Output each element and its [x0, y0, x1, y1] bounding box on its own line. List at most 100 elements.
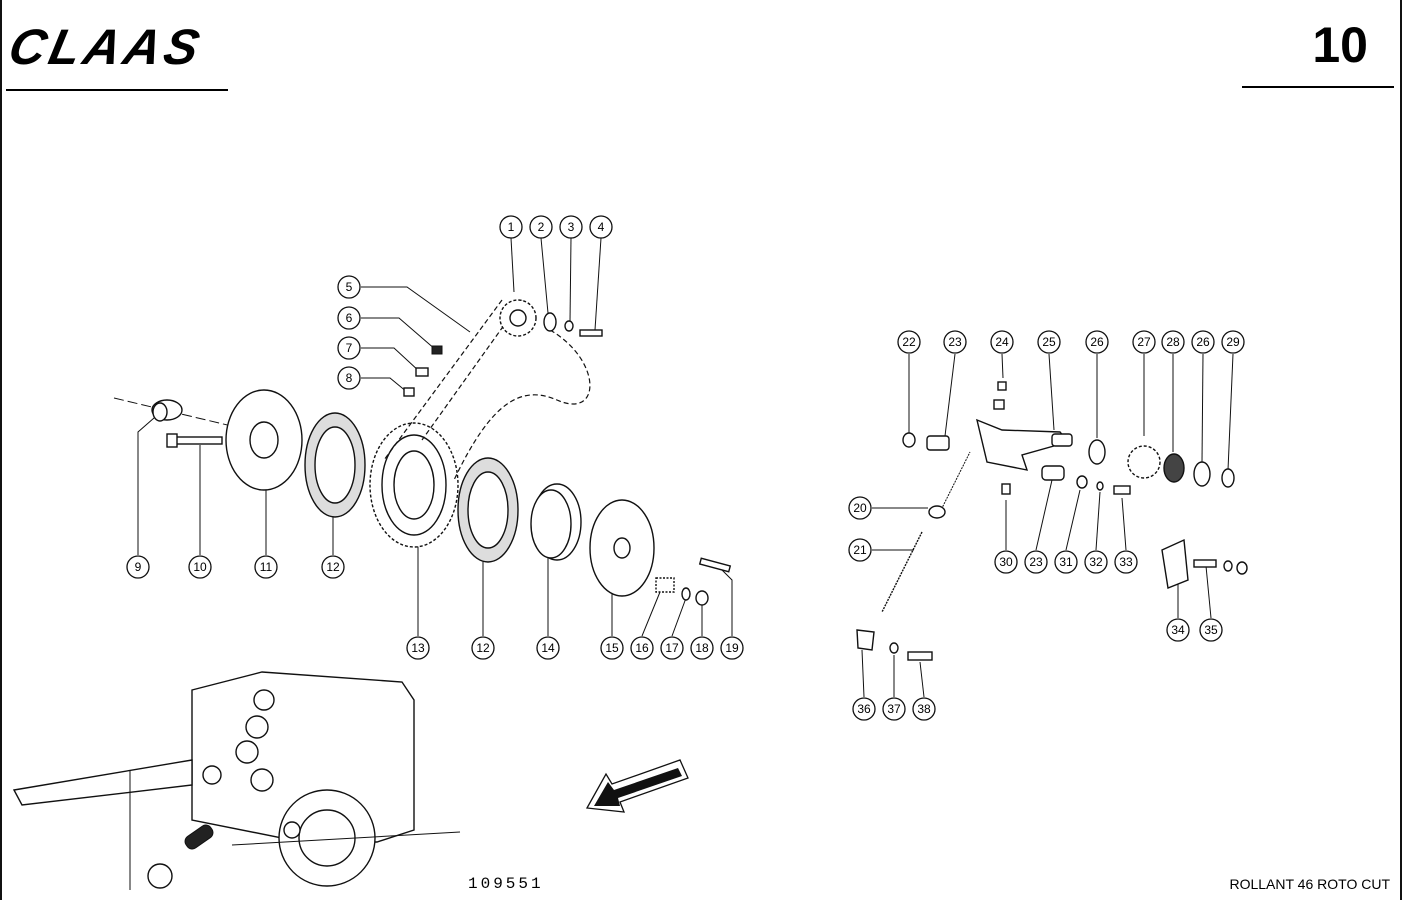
svg-text:31: 31 — [1059, 555, 1073, 569]
callout-29: 29 — [1221, 330, 1245, 354]
callout-23-bottom: 23 — [1024, 550, 1048, 574]
direction-arrow — [585, 759, 689, 813]
callout-33: 33 — [1114, 550, 1138, 574]
callout-28: 28 — [1161, 330, 1185, 354]
svg-text:21: 21 — [853, 543, 867, 557]
svg-text:3: 3 — [568, 220, 575, 234]
bolt-part-19 — [698, 557, 732, 573]
svg-text:5: 5 — [346, 280, 353, 294]
small-sprocket-part-1 — [499, 299, 537, 337]
model-name: ROLLANT 46 ROTO CUT — [1229, 876, 1390, 892]
bolt-part-10 — [166, 433, 223, 448]
svg-text:15: 15 — [605, 641, 619, 655]
svg-text:10: 10 — [193, 560, 207, 574]
svg-text:6: 6 — [346, 311, 353, 325]
svg-text:20: 20 — [853, 501, 867, 515]
svg-text:12: 12 — [476, 641, 490, 655]
callout-36: 36 — [852, 697, 876, 721]
svg-text:30: 30 — [999, 555, 1013, 569]
svg-text:32: 32 — [1089, 555, 1103, 569]
svg-text:35: 35 — [1204, 623, 1218, 637]
sprocket-part-13 — [369, 422, 459, 548]
ring-part-14 — [530, 483, 582, 561]
friction-lining-part-12-left — [304, 412, 366, 518]
drawing-number: 109551 — [468, 875, 544, 893]
callout-labels: 1 2 3 4 5 6 7 8 9 10 11 12 13 12 14 15 1… — [126, 215, 1245, 721]
callout-4: 4 — [589, 215, 613, 239]
machine-overview-sketch — [12, 671, 461, 890]
header-rule-right — [1242, 86, 1394, 88]
svg-text:8: 8 — [346, 371, 353, 385]
callout-3: 3 — [559, 215, 583, 239]
washer-part-17 — [681, 587, 691, 601]
svg-text:37: 37 — [887, 702, 901, 716]
svg-text:2: 2 — [538, 220, 545, 234]
callout-7: 7 — [337, 336, 361, 360]
callout-22: 22 — [897, 330, 921, 354]
svg-text:14: 14 — [541, 641, 555, 655]
callout-12-right: 12 — [471, 636, 495, 660]
callout-2: 2 — [529, 215, 553, 239]
friction-lining-part-12-right — [457, 457, 519, 563]
washer-part-3 — [564, 320, 574, 332]
svg-text:27: 27 — [1137, 335, 1151, 349]
svg-text:25: 25 — [1042, 335, 1056, 349]
callout-10: 10 — [188, 555, 212, 579]
callout-32: 32 — [1084, 550, 1108, 574]
svg-text:7: 7 — [346, 341, 353, 355]
page-number: 10 — [1312, 17, 1368, 73]
svg-text:17: 17 — [665, 641, 679, 655]
svg-text:36: 36 — [857, 702, 871, 716]
callout-17: 17 — [660, 636, 684, 660]
callout-1: 1 — [499, 215, 523, 239]
callout-37: 37 — [882, 697, 906, 721]
callout-9: 9 — [126, 555, 150, 579]
svg-text:18: 18 — [695, 641, 709, 655]
header-rule-left — [6, 89, 228, 91]
svg-text:19: 19 — [725, 641, 739, 655]
callout-11: 11 — [254, 555, 278, 579]
callout-15: 15 — [600, 636, 624, 660]
callout-25: 25 — [1037, 330, 1061, 354]
bolt-part-4 — [579, 329, 603, 337]
callout-31: 31 — [1054, 550, 1078, 574]
drive-assembly-left — [113, 299, 732, 606]
svg-text:23: 23 — [948, 335, 962, 349]
nut-part-18 — [695, 590, 709, 606]
svg-text:12: 12 — [326, 560, 340, 574]
callout-35: 35 — [1199, 618, 1223, 642]
svg-text:22: 22 — [902, 335, 916, 349]
svg-text:26: 26 — [1090, 335, 1104, 349]
callout-8: 8 — [337, 366, 361, 390]
callout-26-left: 26 — [1085, 330, 1109, 354]
svg-text:11: 11 — [260, 560, 273, 574]
callout-24: 24 — [990, 330, 1014, 354]
svg-text:28: 28 — [1166, 335, 1180, 349]
callout-19: 19 — [720, 636, 744, 660]
callout-18: 18 — [690, 636, 714, 660]
svg-text:29: 29 — [1226, 335, 1240, 349]
svg-text:26: 26 — [1196, 335, 1210, 349]
svg-text:4: 4 — [598, 220, 605, 234]
svg-text:9: 9 — [135, 560, 142, 574]
svg-text:33: 33 — [1119, 555, 1133, 569]
svg-text:24: 24 — [995, 335, 1009, 349]
spring-part-16 — [655, 577, 675, 593]
callout-23-top: 23 — [943, 330, 967, 354]
disc-part-11 — [225, 389, 303, 491]
bushing-part-9 — [151, 399, 183, 422]
svg-text:1: 1 — [508, 220, 515, 234]
callout-27: 27 — [1132, 330, 1156, 354]
callout-30: 30 — [994, 550, 1018, 574]
svg-text:38: 38 — [917, 702, 931, 716]
callout-14: 14 — [536, 636, 560, 660]
callout-38: 38 — [912, 697, 936, 721]
callout-13: 13 — [406, 636, 430, 660]
pressure-plate-part-15 — [589, 499, 655, 597]
callout-21: 21 — [848, 538, 872, 562]
callout-5: 5 — [337, 275, 361, 299]
washer-part-2 — [543, 312, 557, 332]
svg-text:16: 16 — [635, 641, 649, 655]
